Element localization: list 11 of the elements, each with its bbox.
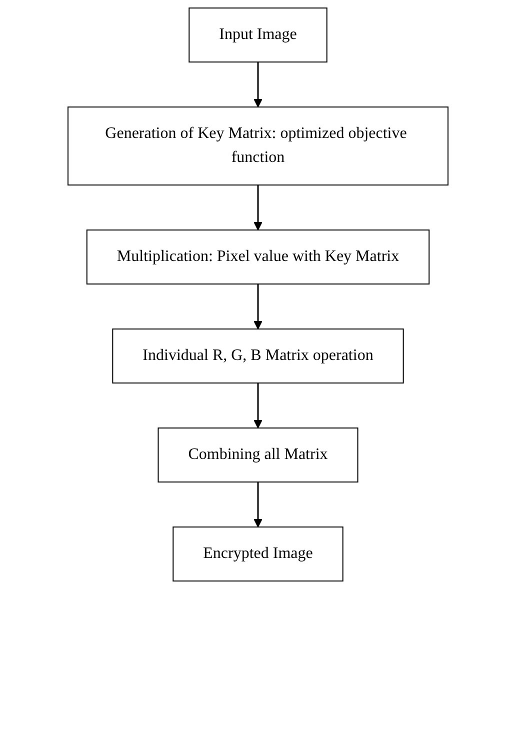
node-box: Combining all Matrix — [157, 428, 358, 482]
arrow — [253, 284, 262, 330]
node-box: Input Image — [188, 8, 327, 62]
node-box: Generation of Key Matrix: optimized objective function — [67, 106, 448, 186]
node-box: Multiplication: Pixel value with Key Matrix — [86, 230, 430, 284]
arrow — [253, 383, 262, 428]
arrow — [253, 185, 262, 230]
node-box: Encrypted Image — [172, 526, 343, 582]
arrow — [253, 482, 262, 528]
arrow — [253, 62, 262, 108]
node-box: Individual R, G, B Matrix operation — [112, 328, 404, 384]
